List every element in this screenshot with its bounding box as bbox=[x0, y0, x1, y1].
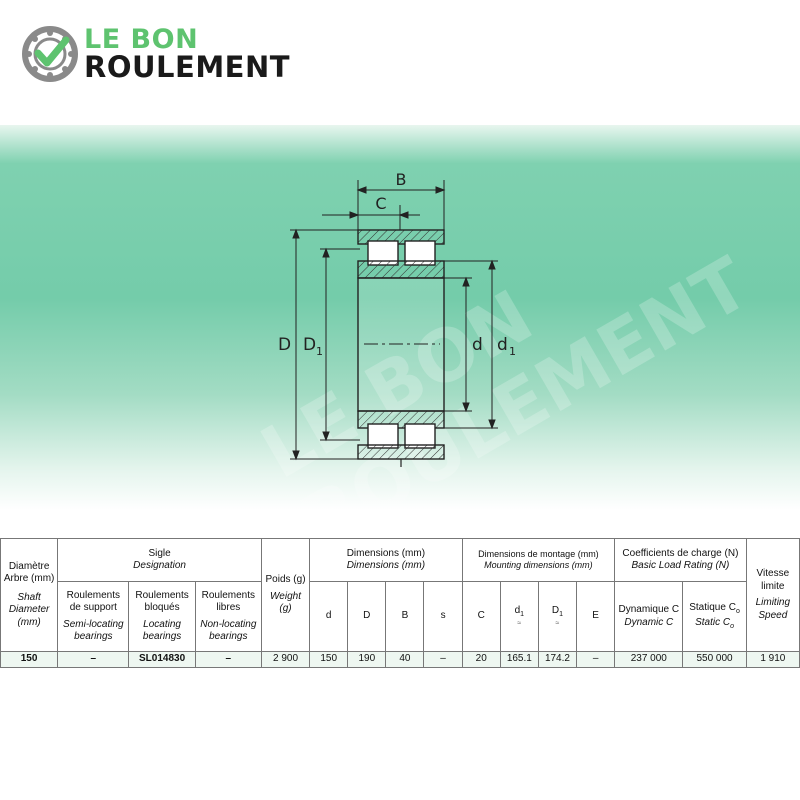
D1-sub: 1 bbox=[559, 610, 564, 618]
d1-letter: d bbox=[514, 604, 521, 616]
dynamic-en: Dynamic C bbox=[624, 616, 674, 628]
cell-diameter: 150 bbox=[0, 651, 59, 668]
col-header-d1: d1 ≈ bbox=[499, 581, 539, 652]
label-d1-sub: 1 bbox=[509, 345, 516, 358]
cell-s: – bbox=[423, 651, 463, 668]
cell-d1: 165.1 bbox=[499, 651, 539, 668]
col-header-load-rating: Coefficients de charge (N) Basic Load Ra… bbox=[614, 538, 747, 582]
load-rating-fr: Coefficients de charge (N) bbox=[622, 547, 739, 559]
cell-non-locating: – bbox=[194, 651, 262, 668]
col-header-dynamic: Dynamique C Dynamic C bbox=[614, 581, 684, 652]
d1-approx-mark: ≈ bbox=[517, 619, 522, 627]
col-header-E: E bbox=[576, 581, 616, 652]
col-header-semi-locating: Roulements de support Semi-locating bear… bbox=[57, 581, 130, 652]
col-header-mounting: Dimensions de montage (mm) Mounting dime… bbox=[461, 538, 616, 582]
cell-semi-locating: – bbox=[57, 651, 130, 668]
col-header-dimensions: Dimensions (mm) Dimensions (mm) bbox=[309, 538, 463, 582]
sigle-en: Designation bbox=[133, 560, 186, 571]
col-header-d: d bbox=[309, 581, 349, 652]
col-header-locating: Roulements bloqués Locating bearings bbox=[128, 581, 196, 652]
static-fr-sub: o bbox=[735, 607, 740, 615]
semi-locating-fr: Roulements de support bbox=[66, 589, 120, 614]
col-header-B: B bbox=[385, 581, 425, 652]
col-header-speed: Vitesse limite Limiting Speed bbox=[745, 538, 800, 652]
non-locating-fr: Roulements libres bbox=[201, 589, 255, 614]
cell-speed: 1 910 bbox=[745, 651, 800, 668]
cell-static: 550 000 bbox=[682, 651, 747, 668]
diameter-fr: Diamètre Arbre (mm) bbox=[3, 560, 55, 585]
D1-approx-mark: ≈ bbox=[555, 619, 560, 627]
col-header-designation: Sigle Designation bbox=[57, 538, 262, 582]
mounting-en: Mounting dimensions (mm) bbox=[484, 560, 593, 570]
table-row: 150 – SL014830 – 2 900 150 190 40 – 20 1… bbox=[0, 651, 800, 668]
brand-name-line2: ROULEMENT bbox=[84, 50, 291, 84]
static-en-sub: o bbox=[730, 622, 734, 630]
speed-fr: Vitesse limite bbox=[756, 568, 790, 592]
dynamic-fr: Dynamique C bbox=[618, 604, 680, 615]
bearing-cross-section-drawing: LE BON ROULEMENT B C bbox=[247, 170, 762, 510]
cell-d: 150 bbox=[309, 651, 349, 668]
label-d: d bbox=[472, 335, 483, 355]
bearing-check-icon bbox=[22, 26, 78, 82]
sigle-fr: Sigle bbox=[148, 547, 171, 559]
load-rating-en: Basic Load Rating (N) bbox=[631, 560, 730, 571]
drawing-band: LE BON ROULEMENT B C bbox=[0, 125, 800, 510]
locating-fr: Roulements bloqués bbox=[135, 589, 189, 614]
dimensions-fr: Dimensions (mm) bbox=[346, 547, 426, 559]
label-D: D bbox=[278, 335, 291, 355]
static-fr: Statique C bbox=[689, 601, 736, 613]
label-B: B bbox=[396, 170, 407, 189]
weight-fr: Poids (g) bbox=[265, 574, 306, 586]
d1-sub: 1 bbox=[520, 610, 525, 618]
cell-dynamic: 237 000 bbox=[614, 651, 684, 668]
cell-E: – bbox=[576, 651, 616, 668]
header: LE BON ROULEMENT bbox=[0, 0, 800, 125]
label-D1-sub: 1 bbox=[316, 345, 323, 358]
label-d1: d bbox=[497, 335, 508, 355]
static-en: Static C bbox=[695, 616, 731, 628]
col-header-C: C bbox=[461, 581, 501, 652]
semi-locating-en: Semi-locating bearings bbox=[63, 618, 124, 643]
col-header-weight: Poids (g) Weight (g) bbox=[260, 538, 311, 652]
speed-en: Limiting Speed bbox=[755, 597, 791, 621]
non-locating-en: Non-locating bearings bbox=[200, 618, 257, 643]
col-header-s: s bbox=[423, 581, 463, 652]
cell-D1: 174.2 bbox=[537, 651, 578, 668]
dimensions-en: Dimensions (mm) bbox=[346, 560, 426, 571]
col-header-diameter: Diamètre Arbre (mm) Shaft Diameter (mm) bbox=[0, 538, 59, 652]
weight-en: Weight (g) bbox=[270, 590, 301, 615]
cell-C: 20 bbox=[461, 651, 501, 668]
cell-weight: 2 900 bbox=[260, 651, 311, 668]
diameter-en: Shaft Diameter (mm) bbox=[8, 591, 50, 628]
mounting-fr: Dimensions de montage (mm) bbox=[478, 548, 599, 559]
cell-D: 190 bbox=[347, 651, 387, 668]
label-D1: D bbox=[303, 335, 316, 355]
label-C: C bbox=[375, 194, 386, 213]
brand-name-line1: LE BON bbox=[84, 24, 199, 55]
col-header-D: D bbox=[347, 581, 387, 652]
cell-locating: SL014830 bbox=[128, 651, 196, 668]
locating-en: Locating bearings bbox=[142, 618, 182, 643]
col-header-D1: D1 ≈ bbox=[537, 581, 578, 652]
D1-letter: D bbox=[551, 604, 560, 616]
col-header-static: Statique Co Static Co bbox=[682, 581, 747, 652]
cell-B: 40 bbox=[385, 651, 425, 668]
col-header-non-locating: Roulements libres Non-locating bearings bbox=[194, 581, 262, 652]
spec-table: Diamètre Arbre (mm) Shaft Diameter (mm) … bbox=[0, 538, 800, 668]
